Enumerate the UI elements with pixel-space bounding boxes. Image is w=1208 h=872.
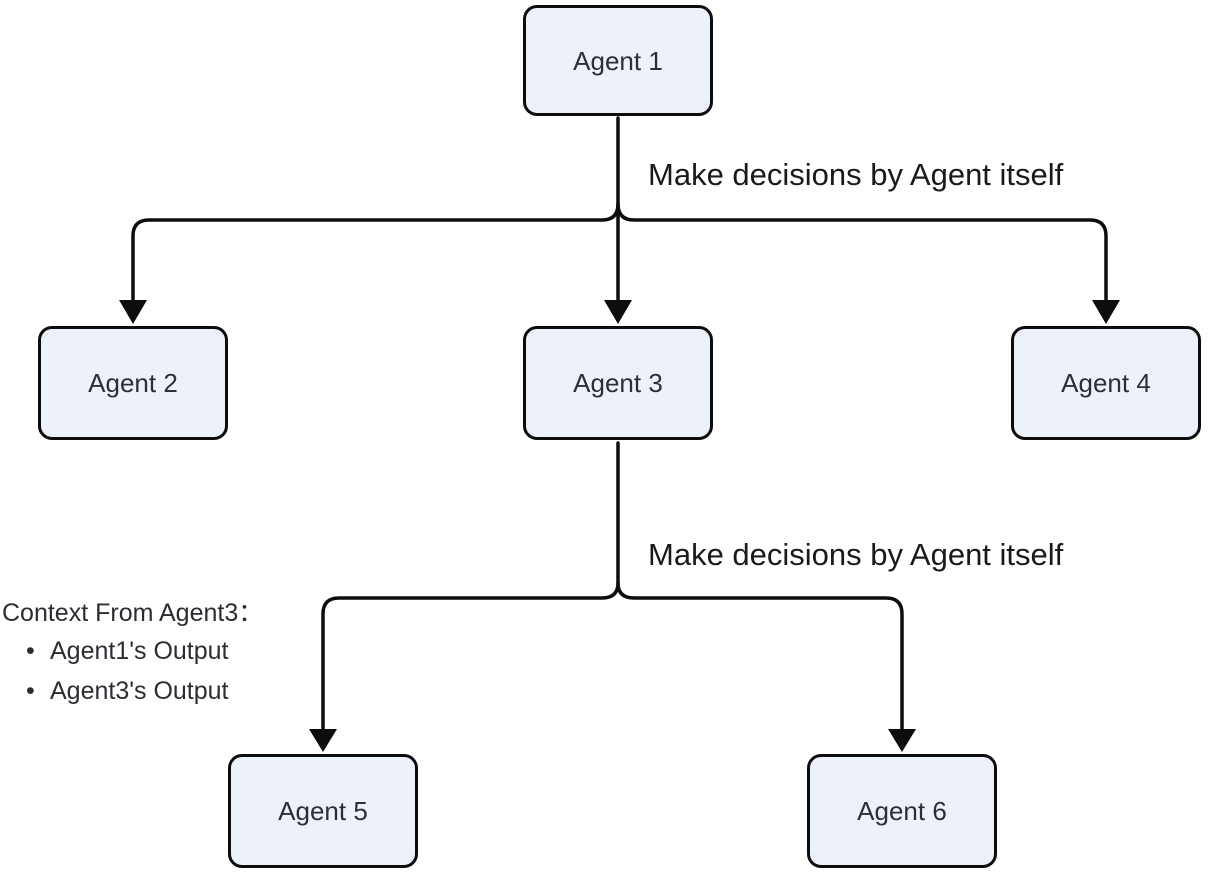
- node-agent-5: Agent 5: [228, 754, 418, 868]
- arrowhead-agent5: [309, 729, 337, 752]
- context-note-list: Agent1's Output Agent3's Output: [2, 636, 263, 707]
- node-agent-3-label: Agent 3: [573, 368, 663, 398]
- arrowhead-agent6: [888, 729, 916, 752]
- edge-label-branch1: Make decisions by Agent itself: [648, 157, 1064, 192]
- edge-agent1-agent4: [616, 202, 1108, 304]
- context-note-item: Agent3's Output: [26, 676, 263, 707]
- context-note-item: Agent1's Output: [26, 636, 263, 667]
- edge-agent1-agent2: [131, 202, 620, 304]
- arrowhead-agent3: [604, 300, 632, 324]
- node-agent-3: Agent 3: [523, 326, 713, 440]
- edge-label-branch2: Make decisions by Agent itself: [648, 537, 1064, 572]
- node-agent-6-label: Agent 6: [857, 796, 947, 826]
- node-agent-1: Agent 1: [523, 5, 713, 116]
- edge-agent3-agent6: [616, 581, 904, 734]
- node-agent-1-label: Agent 1: [573, 45, 663, 76]
- node-agent-2-label: Agent 2: [88, 368, 178, 398]
- node-agent-6: Agent 6: [807, 754, 997, 868]
- arrowhead-agent2: [119, 300, 147, 324]
- node-agent-4: Agent 4: [1011, 326, 1201, 440]
- node-agent-5-label: Agent 5: [278, 796, 368, 826]
- context-note-title: Context From Agent3：: [2, 599, 264, 627]
- edge-agent3-agent5: [321, 441, 620, 734]
- arrowhead-agent4: [1092, 300, 1120, 324]
- node-agent-2: Agent 2: [38, 326, 228, 440]
- node-agent-4-label: Agent 4: [1061, 368, 1151, 398]
- context-note: Context From Agent3： Agent1's Output Age…: [2, 598, 263, 715]
